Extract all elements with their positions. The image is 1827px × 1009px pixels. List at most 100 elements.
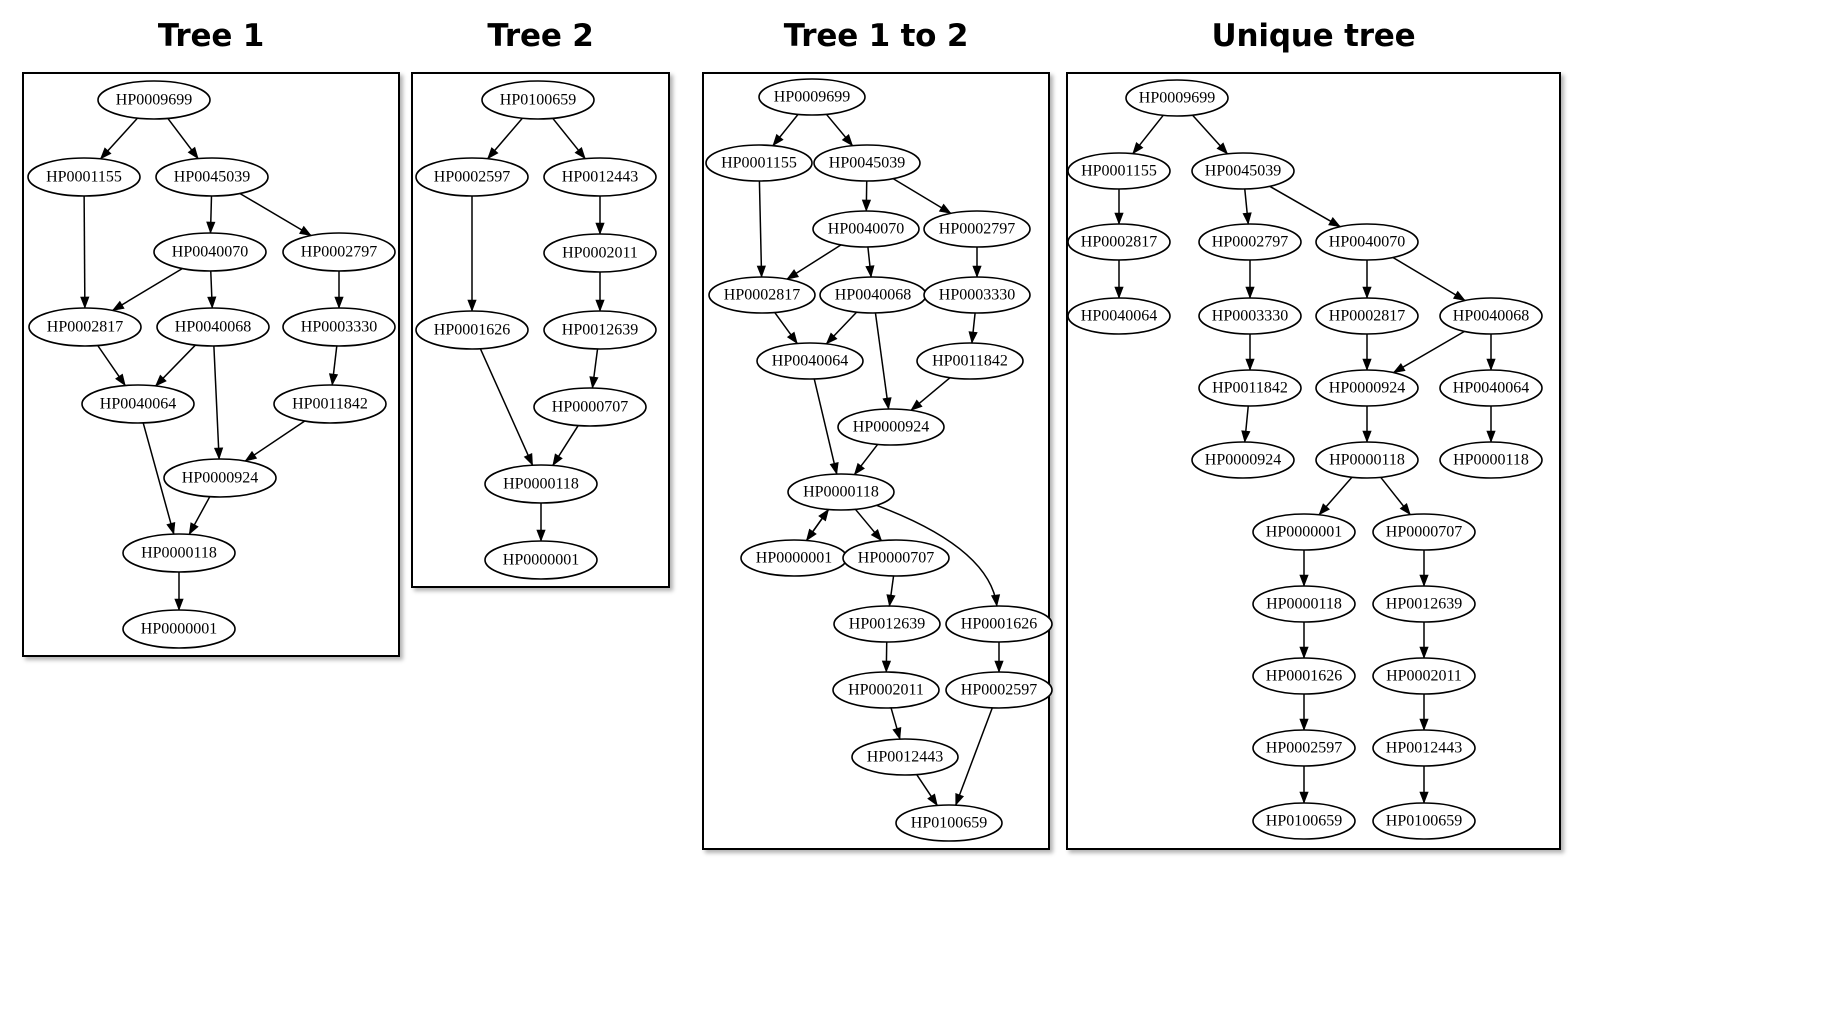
graph-node[interactable]: HP0000118: [787, 473, 895, 511]
graph-node[interactable]: HP0002797: [1198, 223, 1302, 261]
graph-node[interactable]: HP0040070: [1315, 223, 1419, 261]
graph-node[interactable]: HP0002817: [1067, 223, 1171, 261]
node-ellipse[interactable]: [1191, 441, 1295, 479]
node-ellipse[interactable]: [484, 540, 598, 580]
node-ellipse[interactable]: [1067, 297, 1171, 335]
node-ellipse[interactable]: [1252, 585, 1356, 623]
graph-node[interactable]: HP0001626: [945, 605, 1053, 643]
node-ellipse[interactable]: [833, 605, 941, 643]
graph-node[interactable]: HP0100659: [1252, 802, 1356, 840]
graph-node[interactable]: HP0012443: [851, 738, 959, 776]
node-ellipse[interactable]: [1315, 441, 1419, 479]
graph-node[interactable]: HP0040068: [1439, 297, 1543, 335]
node-ellipse[interactable]: [812, 210, 920, 248]
graph-node[interactable]: HP0002597: [415, 157, 529, 197]
graph-node[interactable]: HP0009699: [97, 80, 211, 120]
graph-node[interactable]: HP0040064: [756, 342, 864, 380]
graph-node[interactable]: HP0040064: [1067, 297, 1171, 335]
node-ellipse[interactable]: [1198, 369, 1302, 407]
node-ellipse[interactable]: [1439, 441, 1543, 479]
node-ellipse[interactable]: [842, 539, 950, 577]
node-ellipse[interactable]: [1198, 223, 1302, 261]
graph-node[interactable]: HP0012443: [1372, 729, 1476, 767]
node-ellipse[interactable]: [481, 80, 595, 120]
graph-node[interactable]: HP0001626: [415, 310, 529, 350]
graph-node[interactable]: HP0002797: [282, 232, 396, 272]
node-ellipse[interactable]: [1439, 369, 1543, 407]
graph-node[interactable]: HP0100659: [481, 80, 595, 120]
node-ellipse[interactable]: [273, 384, 387, 424]
node-ellipse[interactable]: [1067, 152, 1171, 190]
node-ellipse[interactable]: [756, 342, 864, 380]
graph-node[interactable]: HP0003330: [282, 307, 396, 347]
graph-node[interactable]: HP0000001: [740, 539, 848, 577]
node-ellipse[interactable]: [1198, 297, 1302, 335]
graph-node[interactable]: HP0000924: [163, 458, 277, 498]
node-ellipse[interactable]: [122, 533, 236, 573]
graph-node[interactable]: HP0040068: [156, 307, 270, 347]
graph-node[interactable]: HP0000001: [122, 609, 236, 649]
node-ellipse[interactable]: [415, 157, 529, 197]
graph-node[interactable]: HP0040070: [812, 210, 920, 248]
graph-node[interactable]: HP0000924: [1315, 369, 1419, 407]
graph-node[interactable]: HP0002817: [708, 276, 816, 314]
graph-node[interactable]: HP0001155: [27, 157, 141, 197]
graph-node[interactable]: HP0003330: [923, 276, 1031, 314]
graph-node[interactable]: HP0000118: [484, 464, 598, 504]
node-ellipse[interactable]: [153, 232, 267, 272]
node-ellipse[interactable]: [1315, 223, 1419, 261]
graph-node[interactable]: HP0011842: [1198, 369, 1302, 407]
node-ellipse[interactable]: [895, 804, 1003, 842]
graph-node[interactable]: HP0100659: [1372, 802, 1476, 840]
node-ellipse[interactable]: [282, 307, 396, 347]
graph-node[interactable]: HP0002817: [28, 307, 142, 347]
graph-node[interactable]: HP0012639: [543, 310, 657, 350]
graph-node[interactable]: HP0040064: [1439, 369, 1543, 407]
node-ellipse[interactable]: [787, 473, 895, 511]
node-ellipse[interactable]: [543, 310, 657, 350]
node-ellipse[interactable]: [1252, 802, 1356, 840]
node-ellipse[interactable]: [156, 307, 270, 347]
node-ellipse[interactable]: [1252, 513, 1356, 551]
node-ellipse[interactable]: [1372, 729, 1476, 767]
graph-node[interactable]: HP0000118: [1315, 441, 1419, 479]
node-ellipse[interactable]: [533, 387, 647, 427]
graph-node[interactable]: HP0000707: [533, 387, 647, 427]
graph-node[interactable]: HP0045039: [813, 144, 921, 182]
node-ellipse[interactable]: [923, 210, 1031, 248]
graph-node[interactable]: HP0040064: [81, 384, 195, 424]
node-ellipse[interactable]: [851, 738, 959, 776]
node-ellipse[interactable]: [543, 157, 657, 197]
node-ellipse[interactable]: [708, 276, 816, 314]
graph-node[interactable]: HP0002011: [1372, 657, 1476, 695]
node-ellipse[interactable]: [1191, 152, 1295, 190]
graph-node[interactable]: HP0011842: [916, 342, 1024, 380]
graph-node[interactable]: HP0000001: [484, 540, 598, 580]
node-ellipse[interactable]: [163, 458, 277, 498]
node-ellipse[interactable]: [1252, 657, 1356, 695]
node-ellipse[interactable]: [28, 307, 142, 347]
graph-node[interactable]: HP0002797: [923, 210, 1031, 248]
node-ellipse[interactable]: [415, 310, 529, 350]
graph-node[interactable]: HP0040070: [153, 232, 267, 272]
graph-node[interactable]: HP0002817: [1315, 297, 1419, 335]
node-ellipse[interactable]: [1315, 369, 1419, 407]
node-ellipse[interactable]: [155, 157, 269, 197]
node-ellipse[interactable]: [1067, 223, 1171, 261]
node-ellipse[interactable]: [282, 232, 396, 272]
node-ellipse[interactable]: [923, 276, 1031, 314]
graph-node[interactable]: HP0000118: [1439, 441, 1543, 479]
graph-node[interactable]: HP0045039: [155, 157, 269, 197]
graph-node[interactable]: HP0009699: [1125, 79, 1229, 117]
graph-node[interactable]: HP0002597: [1252, 729, 1356, 767]
node-ellipse[interactable]: [758, 78, 866, 116]
graph-node[interactable]: HP0045039: [1191, 152, 1295, 190]
node-ellipse[interactable]: [945, 605, 1053, 643]
node-ellipse[interactable]: [837, 408, 945, 446]
node-ellipse[interactable]: [945, 671, 1053, 709]
graph-node[interactable]: HP0012443: [543, 157, 657, 197]
graph-node[interactable]: HP0002011: [543, 233, 657, 273]
graph-node[interactable]: HP0001626: [1252, 657, 1356, 695]
graph-node[interactable]: HP0000118: [1252, 585, 1356, 623]
node-ellipse[interactable]: [484, 464, 598, 504]
